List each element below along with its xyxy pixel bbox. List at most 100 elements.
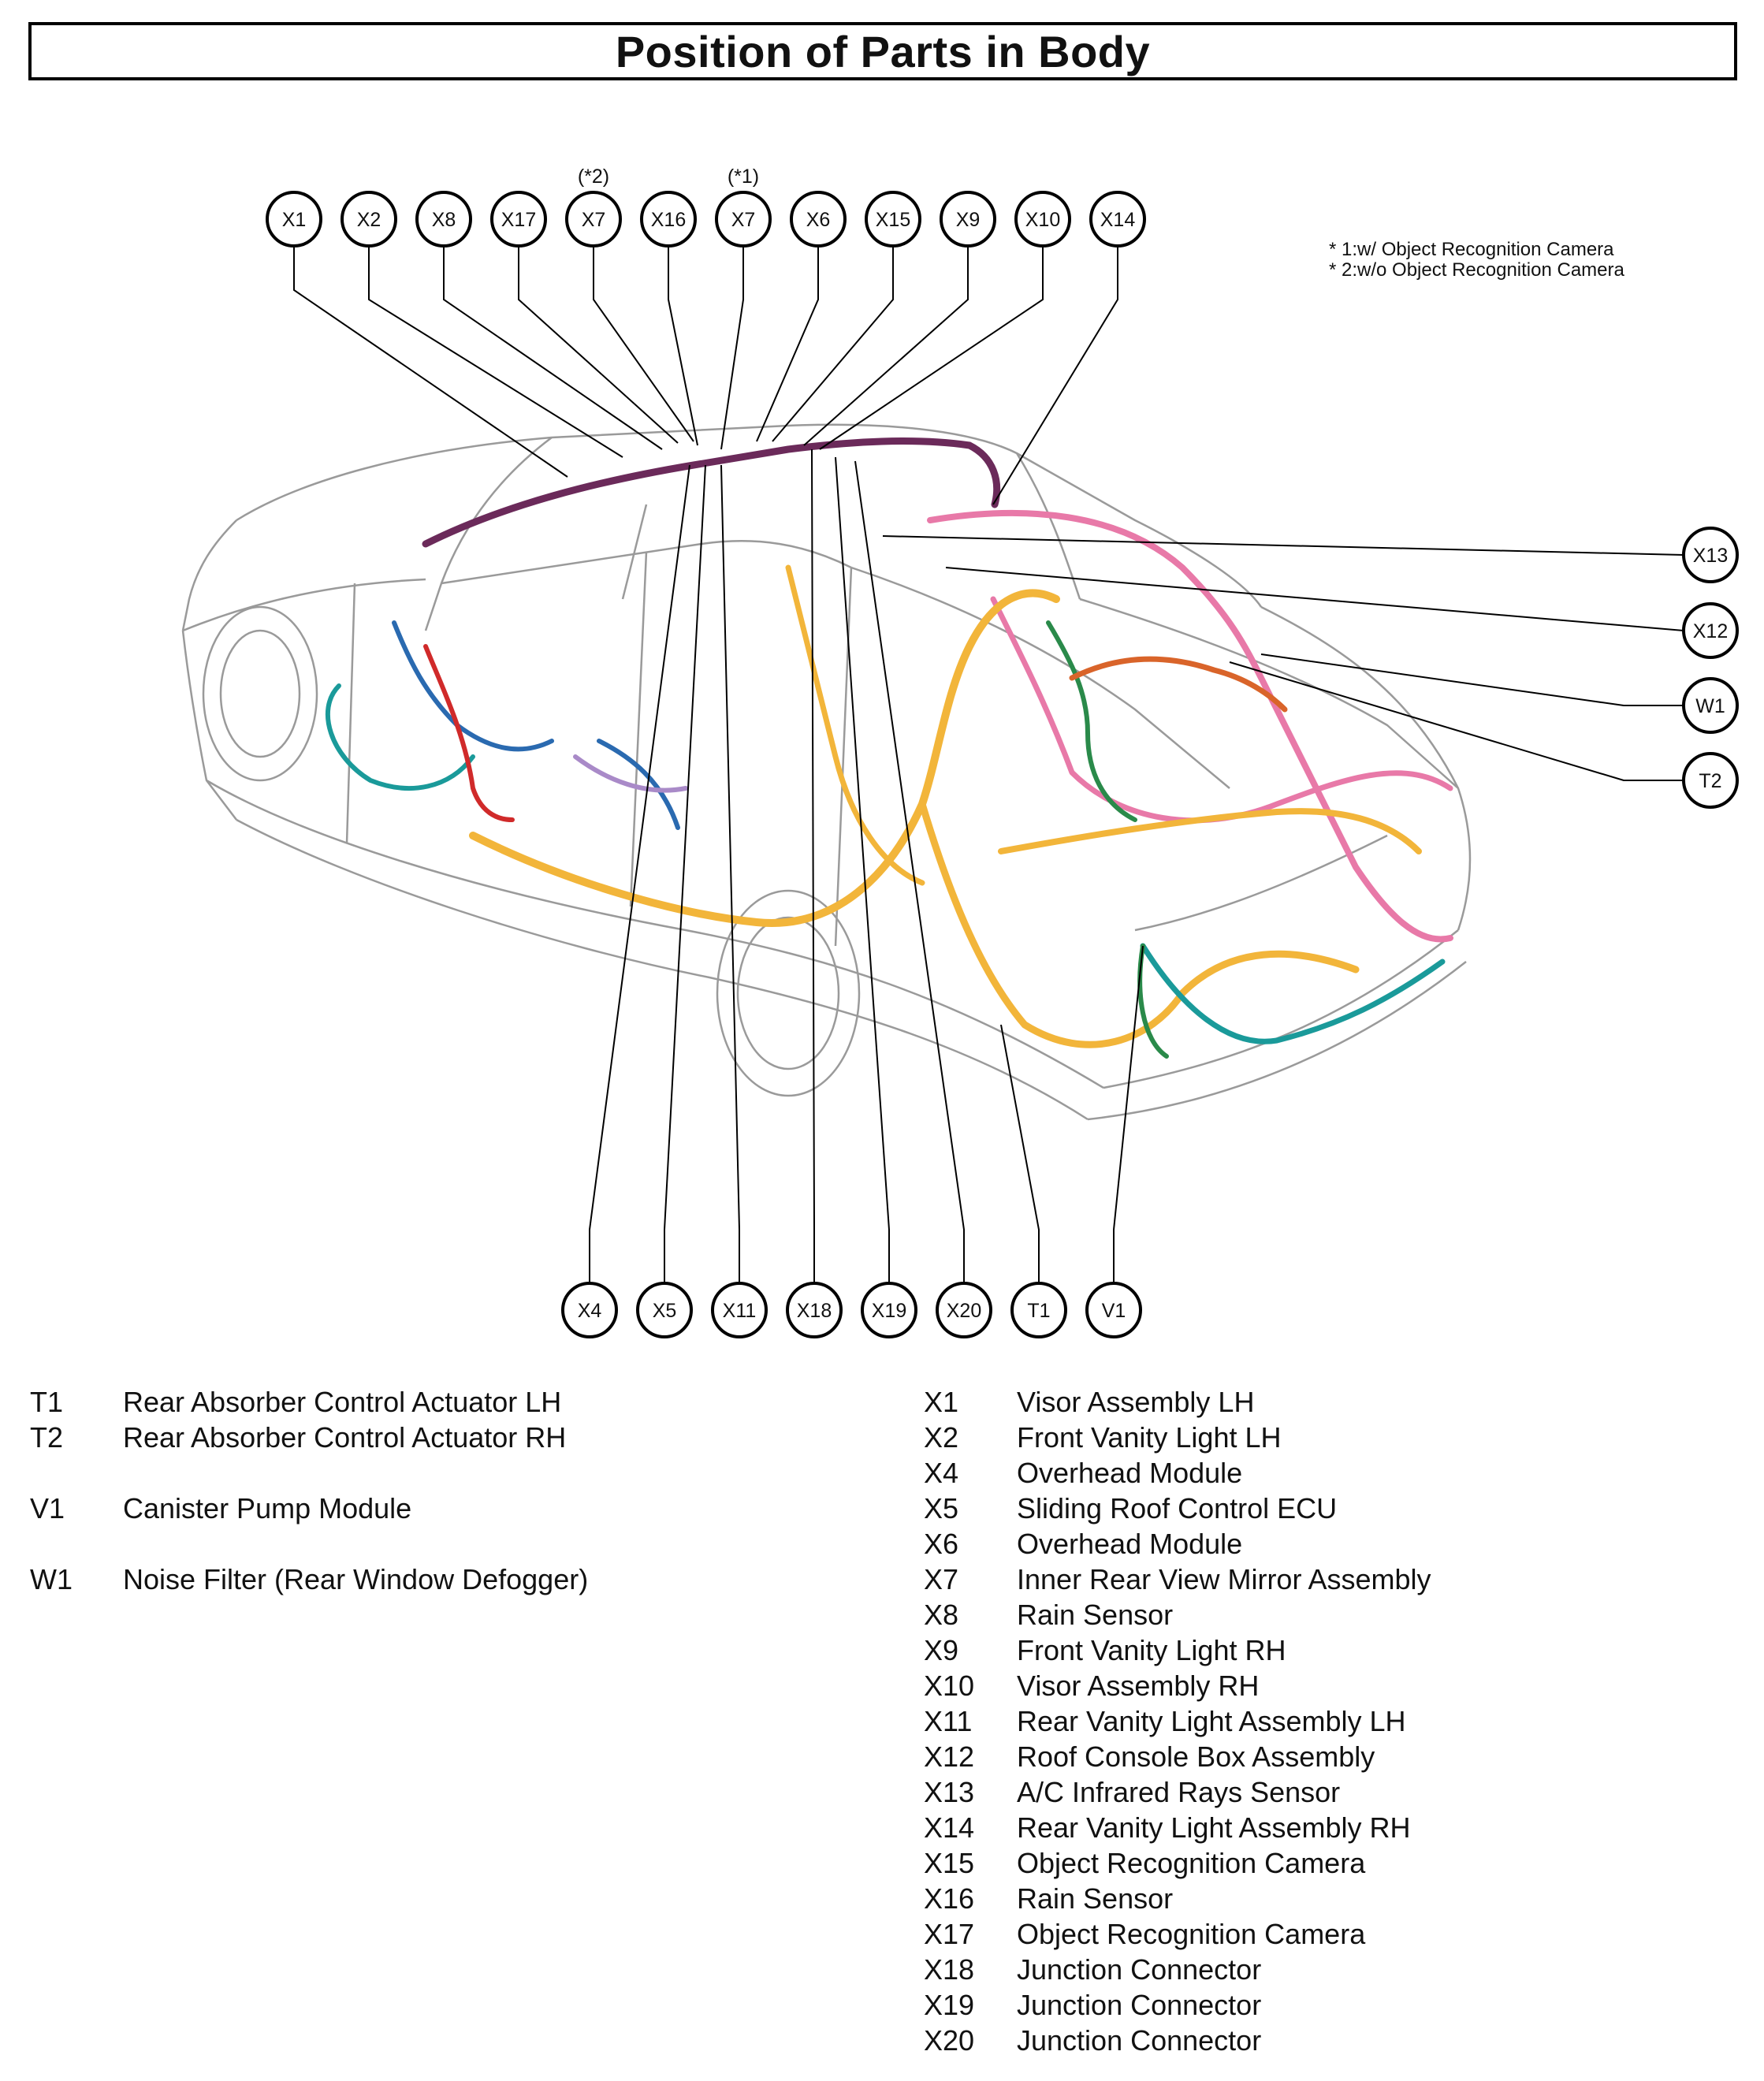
legend-spacer — [30, 1455, 588, 1491]
footnotes: * 1:w/ Object Recognition Camera * 2:w/o… — [1329, 240, 1624, 281]
legend-part-name: Junction Connector — [1017, 2024, 1262, 2057]
callout-top-x14[interactable]: X14 — [1089, 191, 1146, 248]
callout-top-x1[interactable]: X1 — [266, 191, 322, 248]
callout-top-x8[interactable]: X8 — [415, 191, 472, 248]
callout-top-x16[interactable]: X16 — [640, 191, 697, 248]
legend-row: X10 Visor Assembly RH — [924, 1668, 1431, 1703]
legend-code: X19 — [924, 1989, 975, 2021]
legend-row: V1 Canister Pump Module — [30, 1491, 588, 1526]
dash-harness-blue — [597, 739, 680, 830]
legend-part-name: Rear Absorber Control Actuator LH — [123, 1386, 562, 1418]
legend-part-name: Inner Rear View Mirror Assembly — [1017, 1563, 1431, 1595]
deck-harness-orange — [1069, 656, 1288, 713]
svg-text:X9: X9 — [956, 209, 981, 231]
legend-code: V1 — [30, 1492, 65, 1524]
callout-bottom-x4[interactable]: X4 — [561, 1282, 618, 1338]
front-door-harness-blue — [392, 620, 554, 752]
legend-code: X4 — [924, 1457, 959, 1489]
legend-code: X18 — [924, 1953, 975, 1986]
svg-text:X7: X7 — [582, 209, 606, 231]
legend-row: X7 Inner Rear View Mirror Assembly — [924, 1562, 1431, 1597]
legend-code: X12 — [924, 1740, 975, 1773]
svg-text:X5: X5 — [653, 1300, 677, 1322]
legend-row: X12 Roof Console Box Assembly — [924, 1739, 1431, 1774]
legend-code: X11 — [924, 1705, 973, 1737]
callout-bottom-x19[interactable]: X19 — [861, 1282, 917, 1338]
legend-part-name: Rain Sensor — [1017, 1882, 1174, 1915]
svg-text:X19: X19 — [872, 1300, 906, 1322]
legend-row: X15 Object Recognition Camera — [924, 1845, 1431, 1881]
legend-code: T2 — [30, 1421, 64, 1454]
callout-top-x7-wo-camera[interactable]: (*2) X7 — [565, 166, 622, 248]
legend-part-name: Sliding Roof Control ECU — [1017, 1492, 1338, 1524]
callout-top-x2[interactable]: X2 — [341, 191, 397, 248]
svg-text:X13: X13 — [1693, 545, 1728, 567]
legend-part-name: Rain Sensor — [1017, 1599, 1174, 1631]
rear-harness-teal — [1140, 943, 1446, 1044]
legend-row: X18 Junction Connector — [924, 1952, 1431, 1987]
legend-part-name: Canister Pump Module — [123, 1492, 412, 1524]
callout-right-x12[interactable]: X12 — [1682, 602, 1739, 659]
console-harness-lavender — [573, 754, 688, 793]
legend-part-name: Roof Console Box Assembly — [1017, 1740, 1375, 1773]
legend-left: T1 Rear Absorber Control Actuator LH T2 … — [30, 1384, 588, 1597]
callout-bottom-x5[interactable]: X5 — [636, 1282, 693, 1338]
svg-text:X7: X7 — [731, 209, 756, 231]
legend-part-name: Rear Vanity Light Assembly LH — [1017, 1705, 1406, 1737]
legend-part-name: Rear Vanity Light Assembly RH — [1017, 1811, 1411, 1844]
title-box: Position of Parts in Body — [28, 22, 1737, 80]
legend-part-name: Junction Connector — [1017, 1953, 1262, 1986]
parts-location-diagram: X1 X2 X8 X17 (*2) X7 X16 (*1) X7 X6 X15 … — [181, 166, 1739, 1338]
callout-top-x6[interactable]: X6 — [790, 191, 847, 248]
door-harness-teal — [325, 683, 475, 791]
callout-bottom-t1[interactable]: T1 — [1010, 1282, 1067, 1338]
trunk-harness-green — [1046, 620, 1137, 822]
legend-code: T1 — [30, 1386, 64, 1418]
pillar-harness-yellow — [785, 564, 925, 886]
callout-right-w1[interactable]: W1 — [1682, 677, 1739, 734]
svg-text:X18: X18 — [797, 1300, 832, 1322]
legend-part-name: Object Recognition Camera — [1017, 1847, 1366, 1879]
svg-text:X14: X14 — [1100, 209, 1136, 231]
callout-right-t2[interactable]: T2 — [1682, 752, 1739, 809]
callout-top-x10[interactable]: X10 — [1014, 191, 1071, 248]
callout-bottom-v1[interactable]: V1 — [1085, 1282, 1142, 1338]
legend-code: X14 — [924, 1811, 975, 1844]
legend-row: X20 Junction Connector — [924, 2023, 1431, 2058]
legend-code: X2 — [924, 1421, 959, 1454]
legend-code: X20 — [924, 2024, 975, 2057]
legend-part-name: Visor Assembly RH — [1017, 1670, 1260, 1702]
svg-text:X6: X6 — [806, 209, 831, 231]
svg-text:X11: X11 — [723, 1300, 757, 1322]
footnote-2: * 2:w/o Object Recognition Camera — [1329, 259, 1624, 281]
legend-code: X10 — [924, 1670, 975, 1702]
floor-harness-yellow-2 — [918, 800, 1360, 1048]
callout-top-x15[interactable]: X15 — [865, 191, 921, 248]
legend-part-name: Rear Absorber Control Actuator RH — [123, 1421, 567, 1454]
callout-bottom-x20[interactable]: X20 — [936, 1282, 992, 1338]
callout-top-x7-w-camera[interactable]: (*1) X7 — [715, 166, 772, 248]
svg-text:W1: W1 — [1695, 695, 1725, 717]
car-body-outline — [181, 423, 1472, 1121]
body-harness-pink — [927, 509, 1453, 943]
callout-bottom-x18[interactable]: X18 — [786, 1282, 843, 1338]
svg-text:X16: X16 — [651, 209, 686, 231]
legend-code: X7 — [924, 1563, 959, 1595]
footnote-1: * 1:w/ Object Recognition Camera — [1329, 239, 1614, 260]
legend-code: X13 — [924, 1776, 975, 1808]
svg-text:X10: X10 — [1025, 209, 1060, 231]
callout-top-x9[interactable]: X9 — [940, 191, 996, 248]
legend-code: X15 — [924, 1847, 975, 1879]
callout-right-x13[interactable]: X13 — [1682, 527, 1739, 583]
legend-code: X17 — [924, 1918, 975, 1950]
callout-top-x17[interactable]: X17 — [490, 191, 547, 248]
callout-bottom-x11[interactable]: X11 — [711, 1282, 768, 1338]
body-harness-pink-2 — [990, 596, 1453, 824]
